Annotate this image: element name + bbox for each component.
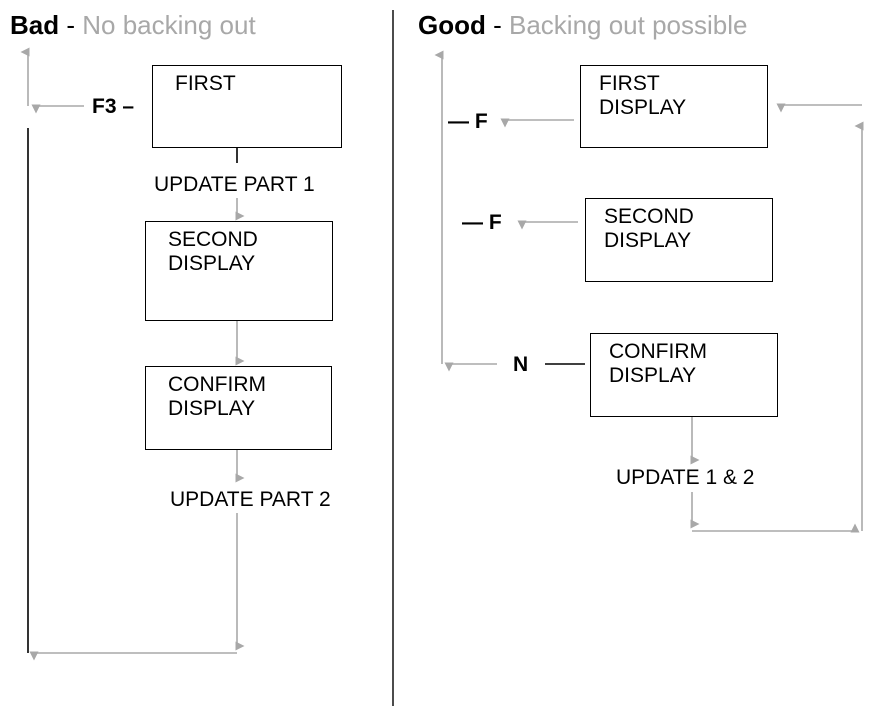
panel-title-bad-muted: No backing out [82, 10, 256, 40]
panel-title-good-dash: - [485, 10, 509, 40]
panel-title-bad: Bad - No backing out [10, 12, 256, 38]
key-label-good-f-first: — F [448, 110, 488, 133]
panel-title-good: Good - Backing out possible [418, 12, 747, 38]
panel-title-bad-dash: - [59, 10, 83, 40]
node-good-second-display[interactable]: SECOND DISPLAY [585, 198, 773, 282]
key-label-good-f-second: — F [462, 211, 502, 234]
caption-good-update-1-and-2: UPDATE 1 & 2 [616, 466, 755, 489]
caption-bad-update-part-1: UPDATE PART 1 [154, 173, 315, 196]
panel-title-good-strong: Good [418, 10, 486, 40]
node-good-first-display[interactable]: FIRST DISPLAY [580, 65, 768, 148]
key-label-good-n: N [513, 353, 529, 376]
key-label-bad-f3: F3 – [92, 95, 135, 118]
node-good-confirm-display[interactable]: CONFIRM DISPLAY [590, 333, 778, 417]
node-bad-second-display[interactable]: SECOND DISPLAY [145, 221, 333, 321]
node-bad-first[interactable]: FIRST [152, 65, 342, 148]
node-bad-confirm-display[interactable]: CONFIRM DISPLAY [145, 366, 332, 450]
panel-title-bad-strong: Bad [10, 10, 60, 40]
panel-title-good-muted: Backing out possible [508, 10, 748, 40]
caption-bad-update-part-2: UPDATE PART 2 [170, 488, 331, 511]
